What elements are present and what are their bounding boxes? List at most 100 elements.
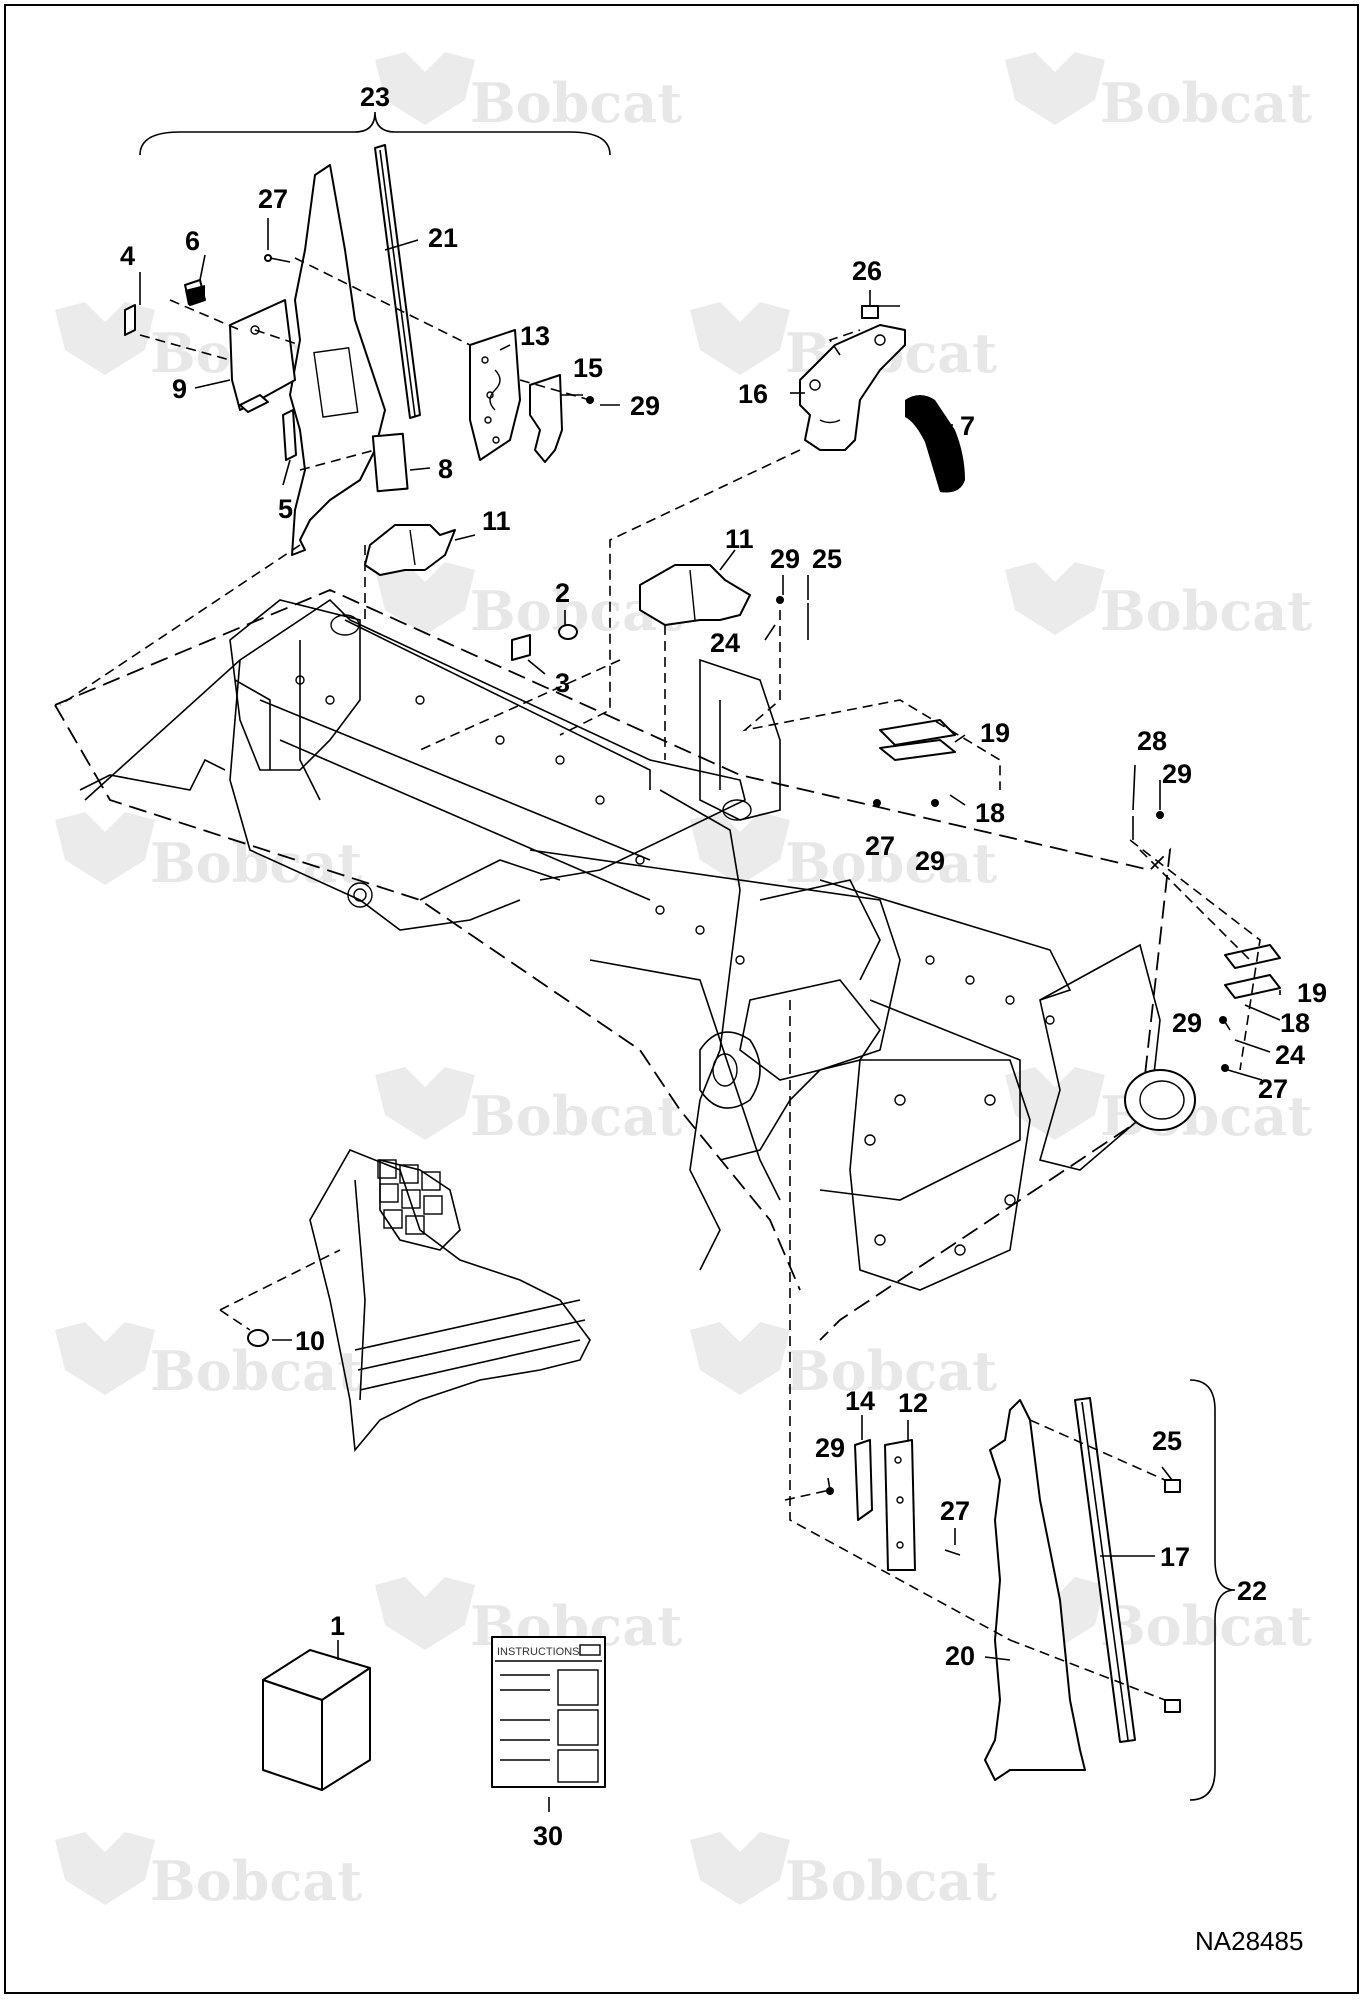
callout-11: 11 [482, 506, 511, 536]
hardware-right-side [776, 596, 1281, 1072]
watermark: Bobcat [150, 831, 362, 895]
watermark: Bobcat [785, 1339, 997, 1403]
callout-9: 9 [172, 374, 187, 404]
callout-18: 18 [975, 798, 1005, 828]
svg-text:Bobcat: Bobcat [785, 1339, 997, 1403]
plate-14 [854, 1439, 873, 1521]
callout-22: 22 [1237, 1576, 1267, 1606]
plate-12 [884, 1439, 916, 1571]
callout-27: 27 [258, 184, 288, 214]
watermark: Bobcat [1100, 1594, 1312, 1658]
watermark: Bobcat [785, 1849, 997, 1913]
drawing-number: NA28485 [1195, 1926, 1303, 1956]
decal-5 [282, 409, 297, 461]
callout-24: 24 [710, 628, 740, 658]
shield-panel-8 [289, 164, 386, 556]
shield-assembly-23 [124, 111, 611, 556]
callout-7: 7 [960, 411, 975, 441]
watermark: Bobcat [1100, 71, 1312, 135]
bolt-26 [861, 305, 879, 319]
svg-text:Bobcat: Bobcat [1100, 71, 1312, 135]
callout-27: 27 [1258, 1074, 1288, 1104]
callout-19: 19 [1297, 978, 1327, 1008]
hose-7 [905, 395, 965, 493]
shield-assembly-22 [784, 1379, 1236, 1801]
decal-4 [124, 304, 136, 336]
svg-text:Bobcat: Bobcat [785, 1849, 997, 1913]
latch-6 [184, 279, 206, 306]
callout-8: 8 [438, 454, 453, 484]
callout-10: 10 [295, 1326, 325, 1356]
instruction-manual-30: INSTRUCTIONS [491, 1636, 606, 1812]
bracket-9 [229, 299, 296, 411]
callout-25: 25 [1152, 1426, 1182, 1456]
callout-16: 16 [738, 379, 768, 409]
cab-floor-grid [377, 1159, 443, 1235]
plate-15 [529, 374, 563, 463]
callout-12: 12 [898, 1388, 928, 1418]
frame-rivets [295, 675, 1055, 1025]
callout-4: 4 [120, 241, 135, 271]
svg-text:Bobcat: Bobcat [1100, 1594, 1312, 1658]
cover-11-right [639, 564, 751, 626]
svg-text:Bobcat: Bobcat [150, 831, 362, 895]
callout-17: 17 [1160, 1542, 1190, 1572]
callout-27: 27 [865, 831, 895, 861]
callout-11: 11 [725, 524, 754, 554]
svg-text:Bobcat: Bobcat [150, 1339, 362, 1403]
callout-26: 26 [852, 256, 882, 286]
svg-text:Bobcat: Bobcat [1100, 579, 1312, 643]
bolt-25 [1164, 1479, 1181, 1493]
plug-10 [247, 1329, 269, 1347]
loader-main-frame [54, 589, 1196, 1452]
callout-14: 14 [845, 1386, 875, 1416]
instructions-label: INSTRUCTIONS [497, 1646, 580, 1658]
callout-19: 19 [980, 718, 1010, 748]
callout-1: 1 [330, 1611, 345, 1641]
callout-30: 30 [533, 1821, 563, 1851]
callout-29: 29 [1172, 1008, 1202, 1038]
callout-20: 20 [945, 1641, 975, 1671]
callout-25: 25 [812, 544, 842, 574]
callout-5: 5 [278, 494, 293, 524]
svg-text:Bobcat: Bobcat [470, 71, 682, 135]
kit-box-1 [262, 1640, 371, 1791]
grommet-2 [558, 624, 578, 640]
watermark: Bobcat [470, 1084, 682, 1148]
callout-29: 29 [815, 1433, 845, 1463]
svg-text:Bobcat: Bobcat [785, 831, 997, 895]
callout-23: 23 [360, 82, 390, 112]
callout-leaders [139, 218, 1281, 1661]
callout-27: 27 [940, 1496, 970, 1526]
assembly-leader-lines [59, 449, 1261, 1641]
watermark: Bobcat [150, 1849, 362, 1913]
callout-21: 21 [428, 223, 458, 253]
decal-3 [511, 634, 531, 661]
callout-29: 29 [630, 391, 660, 421]
bracket-16-and-hose-7 [799, 290, 965, 493]
callout-29: 29 [915, 846, 945, 876]
watermark: Bobcat [1100, 579, 1312, 643]
callout-18: 18 [1280, 1008, 1310, 1038]
svg-text:Bobcat: Bobcat [150, 1849, 362, 1913]
watermark: Bobcat [470, 71, 682, 135]
callout-24: 24 [1275, 1040, 1305, 1070]
callout-29: 29 [1162, 759, 1192, 789]
callout-13: 13 [520, 321, 550, 351]
callout-29: 29 [770, 544, 800, 574]
callout-15: 15 [573, 353, 603, 383]
callout-labels: 23 27 21 6 4 9 13 15 29 8 5 26 16 7 11 1… [120, 82, 1327, 1851]
watermark: Bobcat [785, 831, 997, 895]
panel-20 [984, 1399, 1086, 1781]
callout-3: 3 [555, 668, 570, 698]
watermark: Bobcat [150, 1339, 362, 1403]
callout-6: 6 [185, 226, 200, 256]
bracket-16 [799, 324, 906, 451]
svg-text:Bobcat: Bobcat [470, 1084, 682, 1148]
hardware-2-3-10 [247, 624, 578, 1347]
callout-2: 2 [555, 578, 570, 608]
cover-11-left [364, 524, 456, 576]
plate-13 [469, 329, 521, 461]
bolt-25-lower [1164, 1699, 1181, 1713]
